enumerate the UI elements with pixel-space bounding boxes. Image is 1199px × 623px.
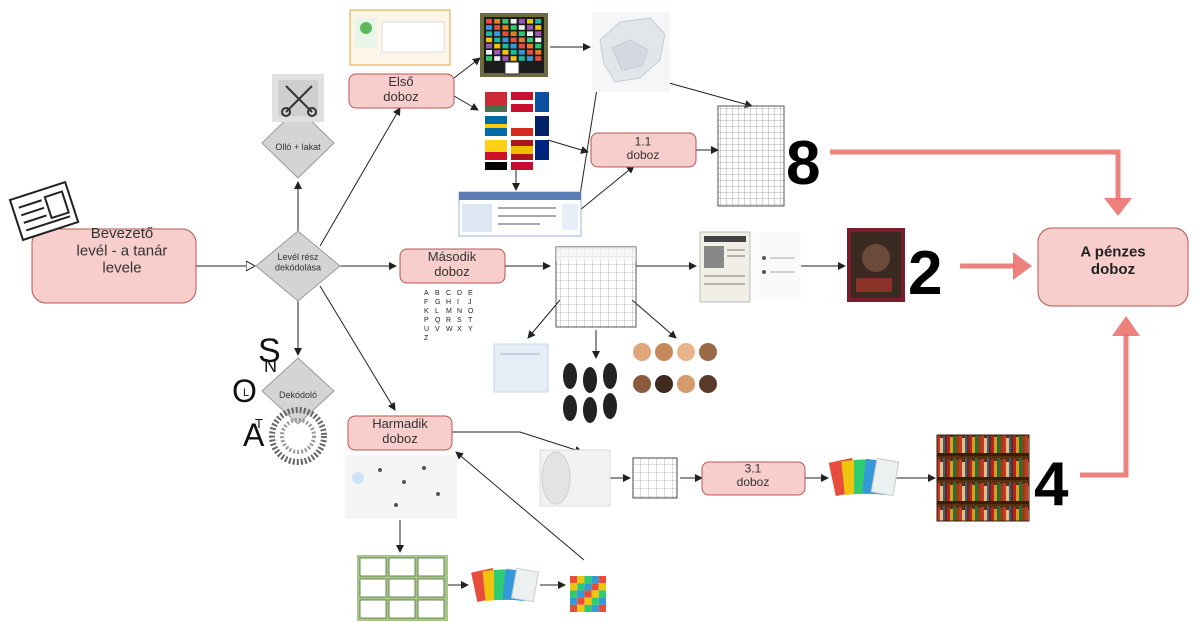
shoe-prints-image	[563, 363, 617, 423]
cipher-letter: H	[446, 299, 451, 306]
letter-s: S	[258, 332, 281, 370]
faces-image	[633, 343, 717, 393]
dots-map-image	[345, 455, 457, 519]
number-eight: 8	[786, 129, 820, 198]
color-cards-image-2	[828, 457, 900, 497]
cipher-letter: E	[468, 290, 473, 297]
worksheet-image	[349, 9, 451, 66]
cipher-letter: G	[435, 299, 440, 306]
cipher-letter: Z	[424, 335, 429, 342]
cipher-wheel	[269, 407, 327, 465]
cipher-letter: R	[446, 317, 451, 324]
cipher-letter: F	[424, 299, 428, 306]
mini-color-cells	[570, 576, 606, 612]
letter-o: O	[232, 373, 257, 409]
cipher-letter: B	[435, 290, 440, 297]
small-grid-image	[632, 457, 678, 499]
color-cards-image-1	[471, 567, 540, 603]
color-grid-image	[480, 13, 548, 77]
number-four: 4	[1034, 450, 1069, 519]
letter-l: L	[243, 387, 249, 399]
cipher-letter: U	[424, 326, 429, 333]
color-grid-cells	[486, 19, 542, 61]
newspaper-image	[699, 231, 751, 303]
dice-cells	[359, 557, 445, 619]
cipher-letter: W	[446, 326, 453, 333]
cipher-letter: Y	[468, 326, 473, 333]
europe-map-image	[592, 12, 670, 92]
cipher-letter: O	[468, 308, 474, 315]
cipher-letter: N	[457, 308, 462, 315]
letter-a: A	[243, 417, 265, 453]
cipher-letter: Q	[435, 317, 441, 324]
paper-roll-image	[539, 449, 611, 507]
diamond-scissors-lock: Olló + lakat	[261, 107, 335, 179]
cipher-letter: M	[446, 308, 452, 315]
cipher-letter: V	[435, 326, 440, 333]
diamond-decoder-label: Dekódoló	[279, 390, 317, 400]
scissors-image	[272, 74, 324, 122]
cipher-letter: X	[457, 326, 462, 333]
number-two: 2	[908, 239, 942, 308]
letter-icon	[8, 180, 80, 242]
magazine-image	[847, 228, 905, 302]
logic-grid-image	[555, 246, 637, 328]
receipt-image	[493, 343, 549, 393]
cipher-letter: A	[424, 290, 429, 297]
accent-arrows	[830, 149, 1140, 478]
letter-n: N	[264, 356, 277, 376]
cipher-letter: J	[468, 299, 472, 306]
cipher-letter: I	[457, 299, 459, 306]
cipher-letter: D	[457, 290, 462, 297]
cipher-letter: S	[457, 317, 462, 324]
decoder-letters: S N O L A T	[232, 332, 281, 453]
flags-image	[485, 92, 549, 170]
cipher-letter: P	[424, 317, 429, 324]
tickets-image	[458, 191, 582, 237]
letter-t: T	[255, 416, 263, 431]
dice-cards-image	[357, 555, 448, 621]
cipher-letter: L	[435, 308, 439, 315]
big-table-image	[717, 105, 785, 207]
dot-note-image	[753, 232, 801, 298]
diamond-decoder: Dekódoló	[261, 357, 335, 425]
cipher-letter: C	[446, 290, 451, 297]
mini-color-grid-image	[570, 576, 606, 612]
cipher-letter: T	[468, 317, 473, 324]
cipher-letter: K	[424, 308, 429, 315]
bookshelf-image	[936, 434, 1030, 522]
diamond-scissors-lock-label: Olló + lakat	[275, 142, 321, 152]
